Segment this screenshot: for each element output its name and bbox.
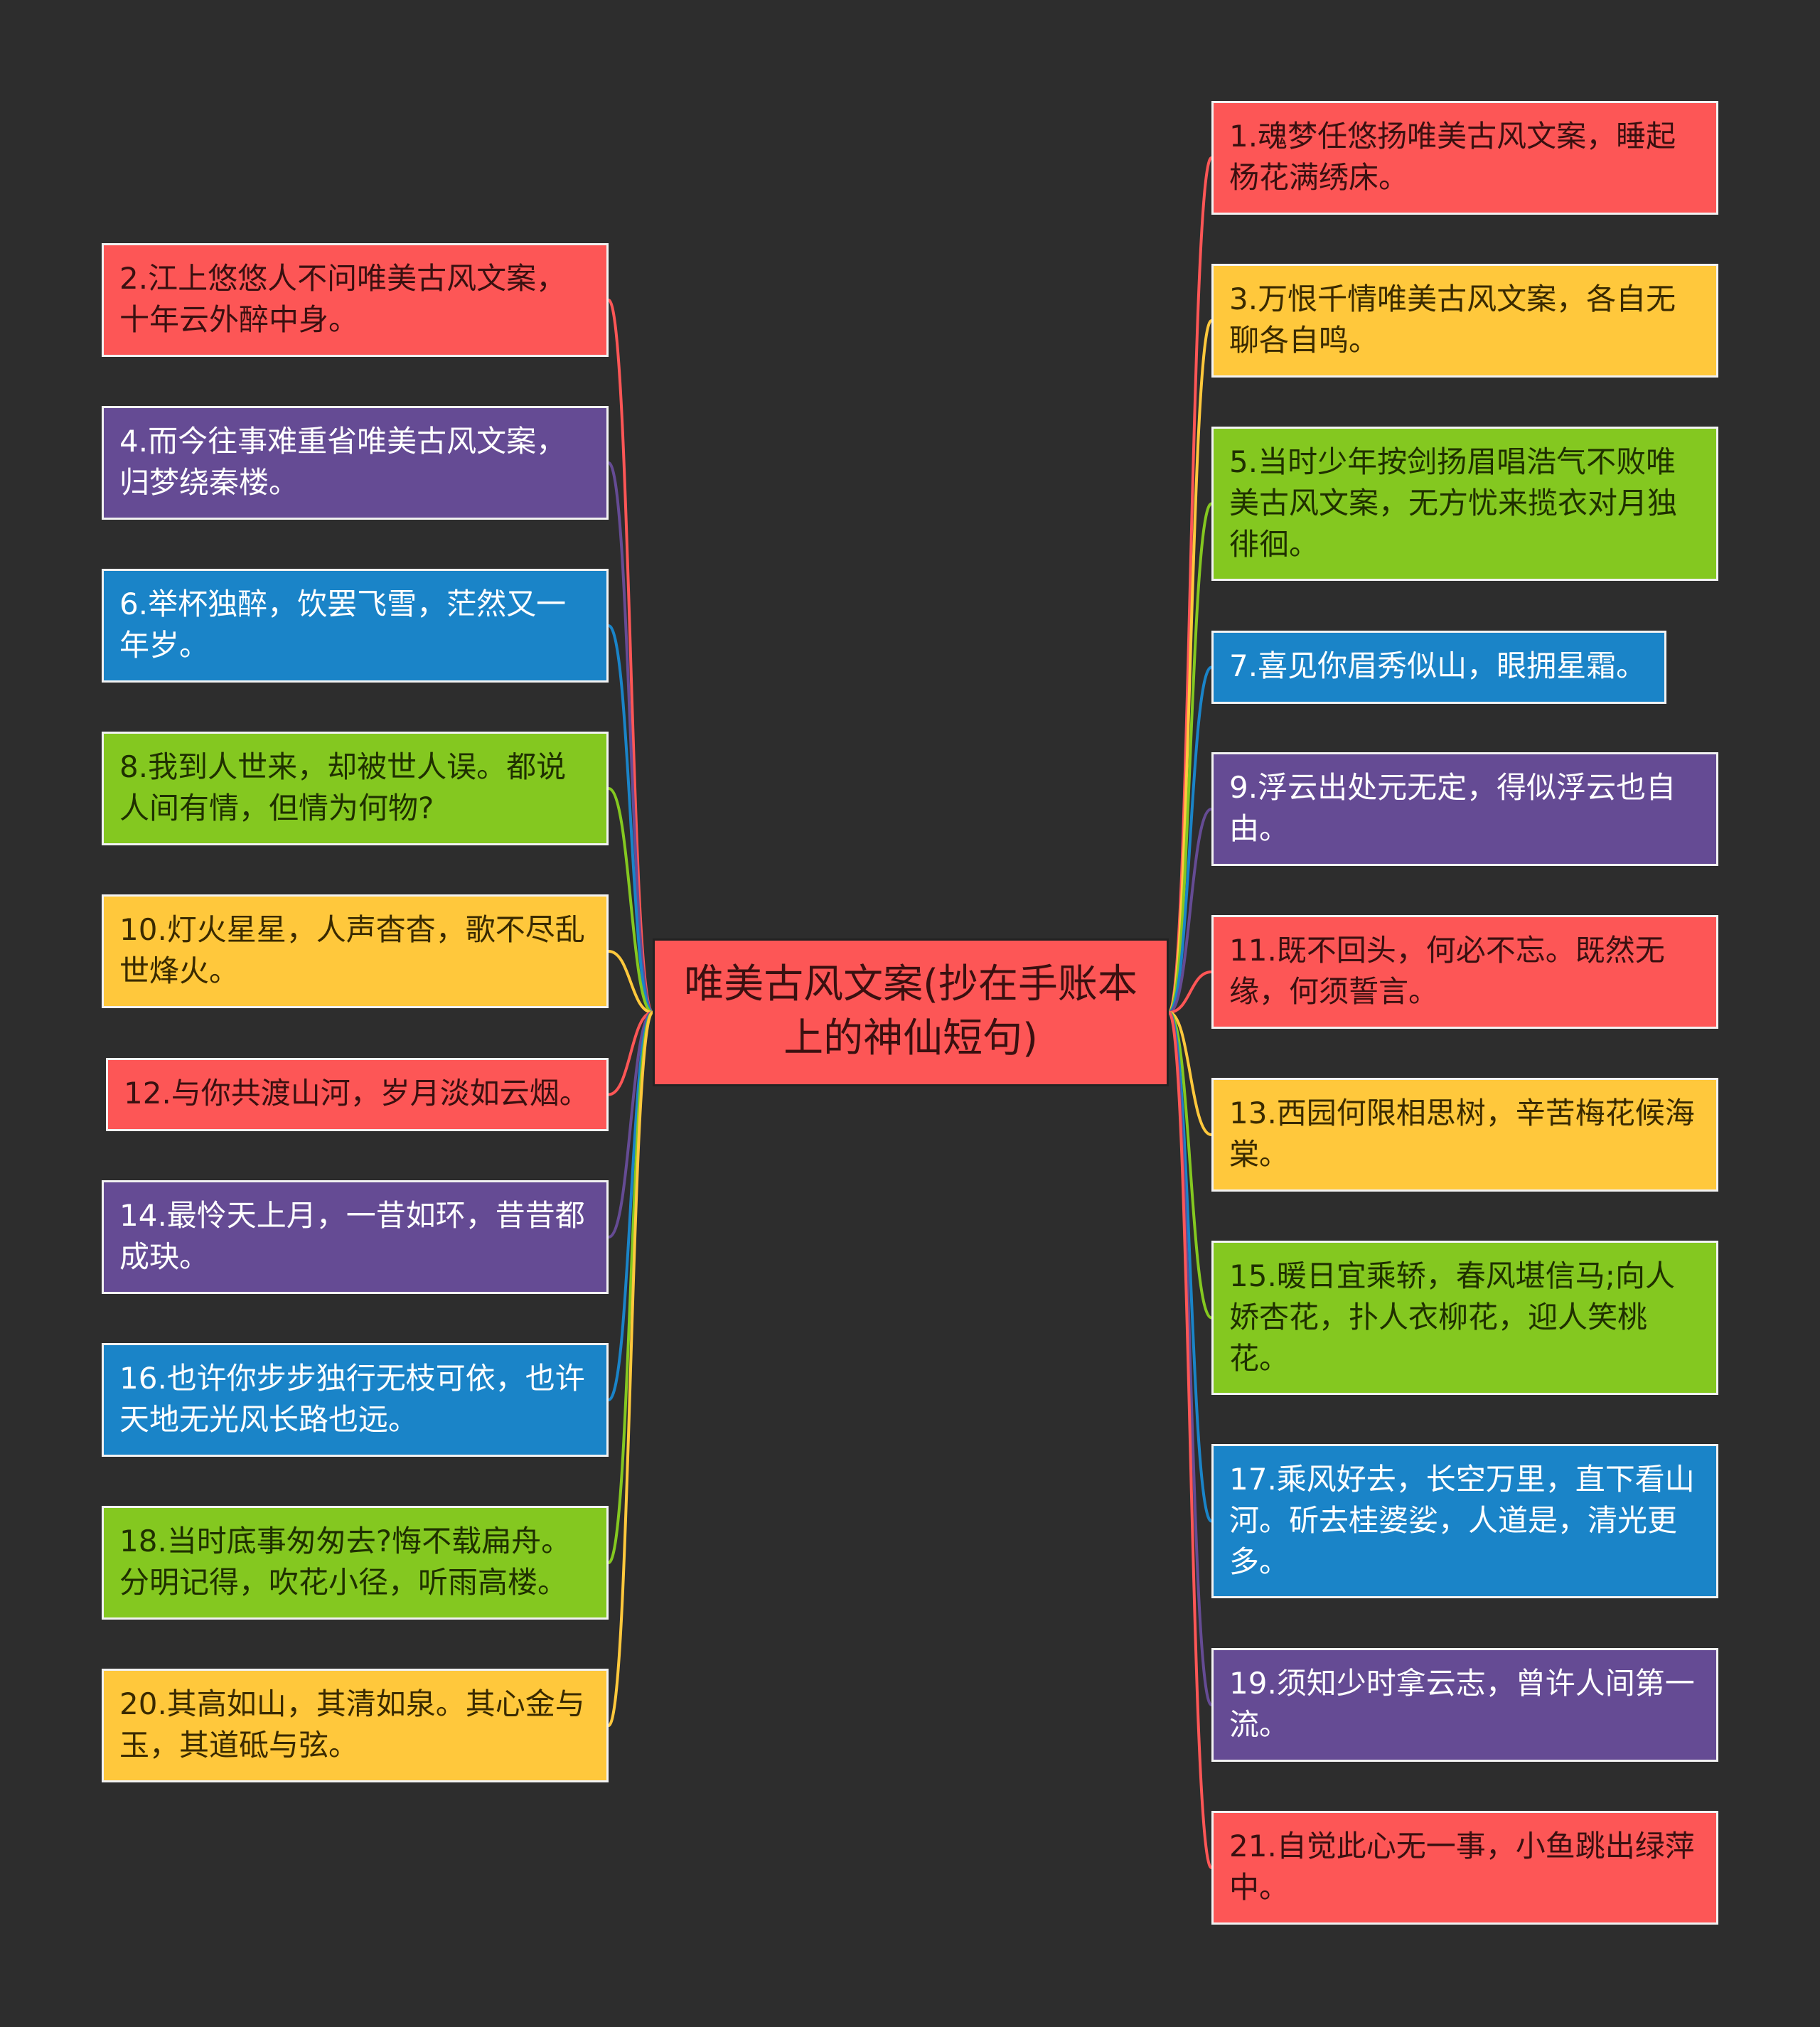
left-branch-node[interactable]: 12.与你共渡山河，岁月淡如云烟。	[106, 1058, 609, 1131]
right-branch-node[interactable]: 13.西园何限相思树，辛苦梅花候海棠。	[1211, 1078, 1718, 1192]
left-connector	[607, 461, 654, 1014]
left-branch-node[interactable]: 4.而今往事难重省唯美古风文案，归梦绕秦楼。	[102, 406, 609, 520]
right-connector	[1167, 665, 1213, 1014]
left-connector	[608, 1011, 653, 1096]
right-connector	[1167, 156, 1213, 1014]
right-connector	[1167, 502, 1213, 1014]
left-branch-node[interactable]: 2.江上悠悠人不问唯美古风文案，十年云外醉中身。	[102, 243, 609, 357]
right-branch-node[interactable]: 9.浮云出处元无定，得似浮云也自由。	[1211, 752, 1718, 866]
right-connector	[1168, 970, 1212, 1014]
left-branch-node[interactable]: 18.当时底事匆匆去?悔不载扁舟。分明记得，吹花小径，听雨高楼。	[102, 1506, 609, 1620]
right-branch-node[interactable]: 19.须知少时拿云志，曾许人间第一流。	[1211, 1648, 1718, 1762]
left-connector	[608, 1011, 653, 1239]
left-branch-node[interactable]: 10.灯火星星，人声杳杳，歌不尽乱世烽火。	[102, 894, 609, 1008]
central-topic[interactable]: 唯美古风文案(抄在手账本上的神仙短句)	[653, 938, 1169, 1086]
right-connector	[1167, 1011, 1213, 1869]
left-branch-node[interactable]: 14.最怜天上月，一昔如环，昔昔都成玦。	[102, 1180, 609, 1294]
left-connector	[608, 950, 653, 1014]
left-branch-node[interactable]: 20.其高如山，其清如泉。其心金与玉，其道砥与弦。	[102, 1669, 609, 1782]
right-branch-node[interactable]: 7.喜见你眉秀似山，眼拥星霜。	[1211, 631, 1666, 704]
left-connector	[608, 787, 653, 1014]
right-branch-node[interactable]: 21.自觉此心无一事，小鱼跳出绿萍中。	[1211, 1811, 1718, 1925]
right-branch-node[interactable]: 15.暖日宜乘轿，春风堪信马;向人娇杏花，扑人衣柳花，迎人笑桃花。	[1211, 1241, 1718, 1395]
right-branch-node[interactable]: 5.当时少年按剑扬眉唱浩气不败唯美古风文案，无方忧来揽衣对月独徘徊。	[1211, 427, 1718, 581]
left-connector	[607, 1011, 654, 1564]
right-connector	[1167, 1011, 1213, 1706]
left-branch-node[interactable]: 16.也许你步步独行无枝可依，也许天地无光风长路也远。	[102, 1343, 609, 1457]
left-branch-node[interactable]: 6.举杯独醉，饮罢飞雪，茫然又一年岁。	[102, 569, 609, 683]
right-connector	[1168, 808, 1212, 1014]
right-branch-node[interactable]: 11.既不回头，何必不忘。既然无缘，何须誓言。	[1211, 915, 1718, 1029]
right-branch-node[interactable]: 1.魂梦任悠扬唯美古风文案，睡起杨花满绣床。	[1211, 101, 1718, 215]
left-connector	[607, 1011, 654, 1727]
right-branch-node[interactable]: 3.万恨千情唯美古风文案，各自无聊各自鸣。	[1211, 264, 1718, 378]
left-branch-node[interactable]: 8.我到人世来，却被世人误。都说人间有情，但情为何物?	[102, 732, 609, 845]
right-connector	[1168, 1011, 1212, 1136]
right-connector	[1168, 1011, 1212, 1320]
right-branch-node[interactable]: 17.乘风好去，长空万里，直下看山河。斫去桂婆娑，人道是，清光更多。	[1211, 1444, 1718, 1598]
left-connector	[607, 624, 654, 1014]
